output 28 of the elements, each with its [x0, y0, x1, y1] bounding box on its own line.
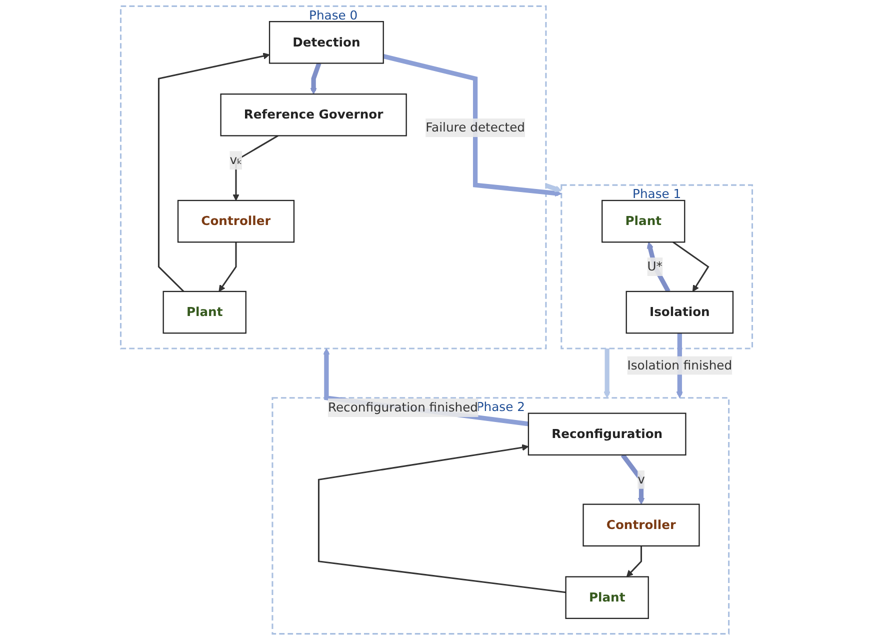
edge-label: vₖ	[230, 152, 242, 168]
arrow	[323, 348, 529, 426]
arrow	[672, 242, 710, 292]
node-box: Plant	[162, 290, 246, 334]
arrow	[626, 546, 642, 578]
edge-label: v	[638, 472, 645, 487]
node-box: Reconfiguration	[528, 412, 686, 456]
arrow	[646, 242, 670, 293]
arrow	[604, 348, 610, 398]
arrow	[382, 54, 562, 197]
arrow	[232, 135, 278, 201]
edge-label: Reconfiguration finished	[328, 400, 478, 415]
arrow	[620, 454, 645, 505]
edge-label: Isolation finished	[627, 358, 732, 372]
node-box: Controller	[582, 504, 700, 546]
node-box: Controller	[177, 200, 295, 243]
arrow	[545, 183, 562, 192]
node-box: Detection	[268, 21, 384, 64]
arrow	[318, 444, 566, 594]
node-box: Isolation	[626, 290, 734, 334]
node-box: Plant	[602, 200, 686, 243]
node-box: Plant	[565, 576, 649, 619]
arrow	[218, 242, 237, 292]
node-box: Reference Governor	[220, 94, 407, 136]
edge-label: U*	[647, 259, 662, 274]
arrow	[158, 52, 270, 292]
arrow	[310, 62, 322, 94]
edge-label: Failure detected	[426, 120, 526, 135]
